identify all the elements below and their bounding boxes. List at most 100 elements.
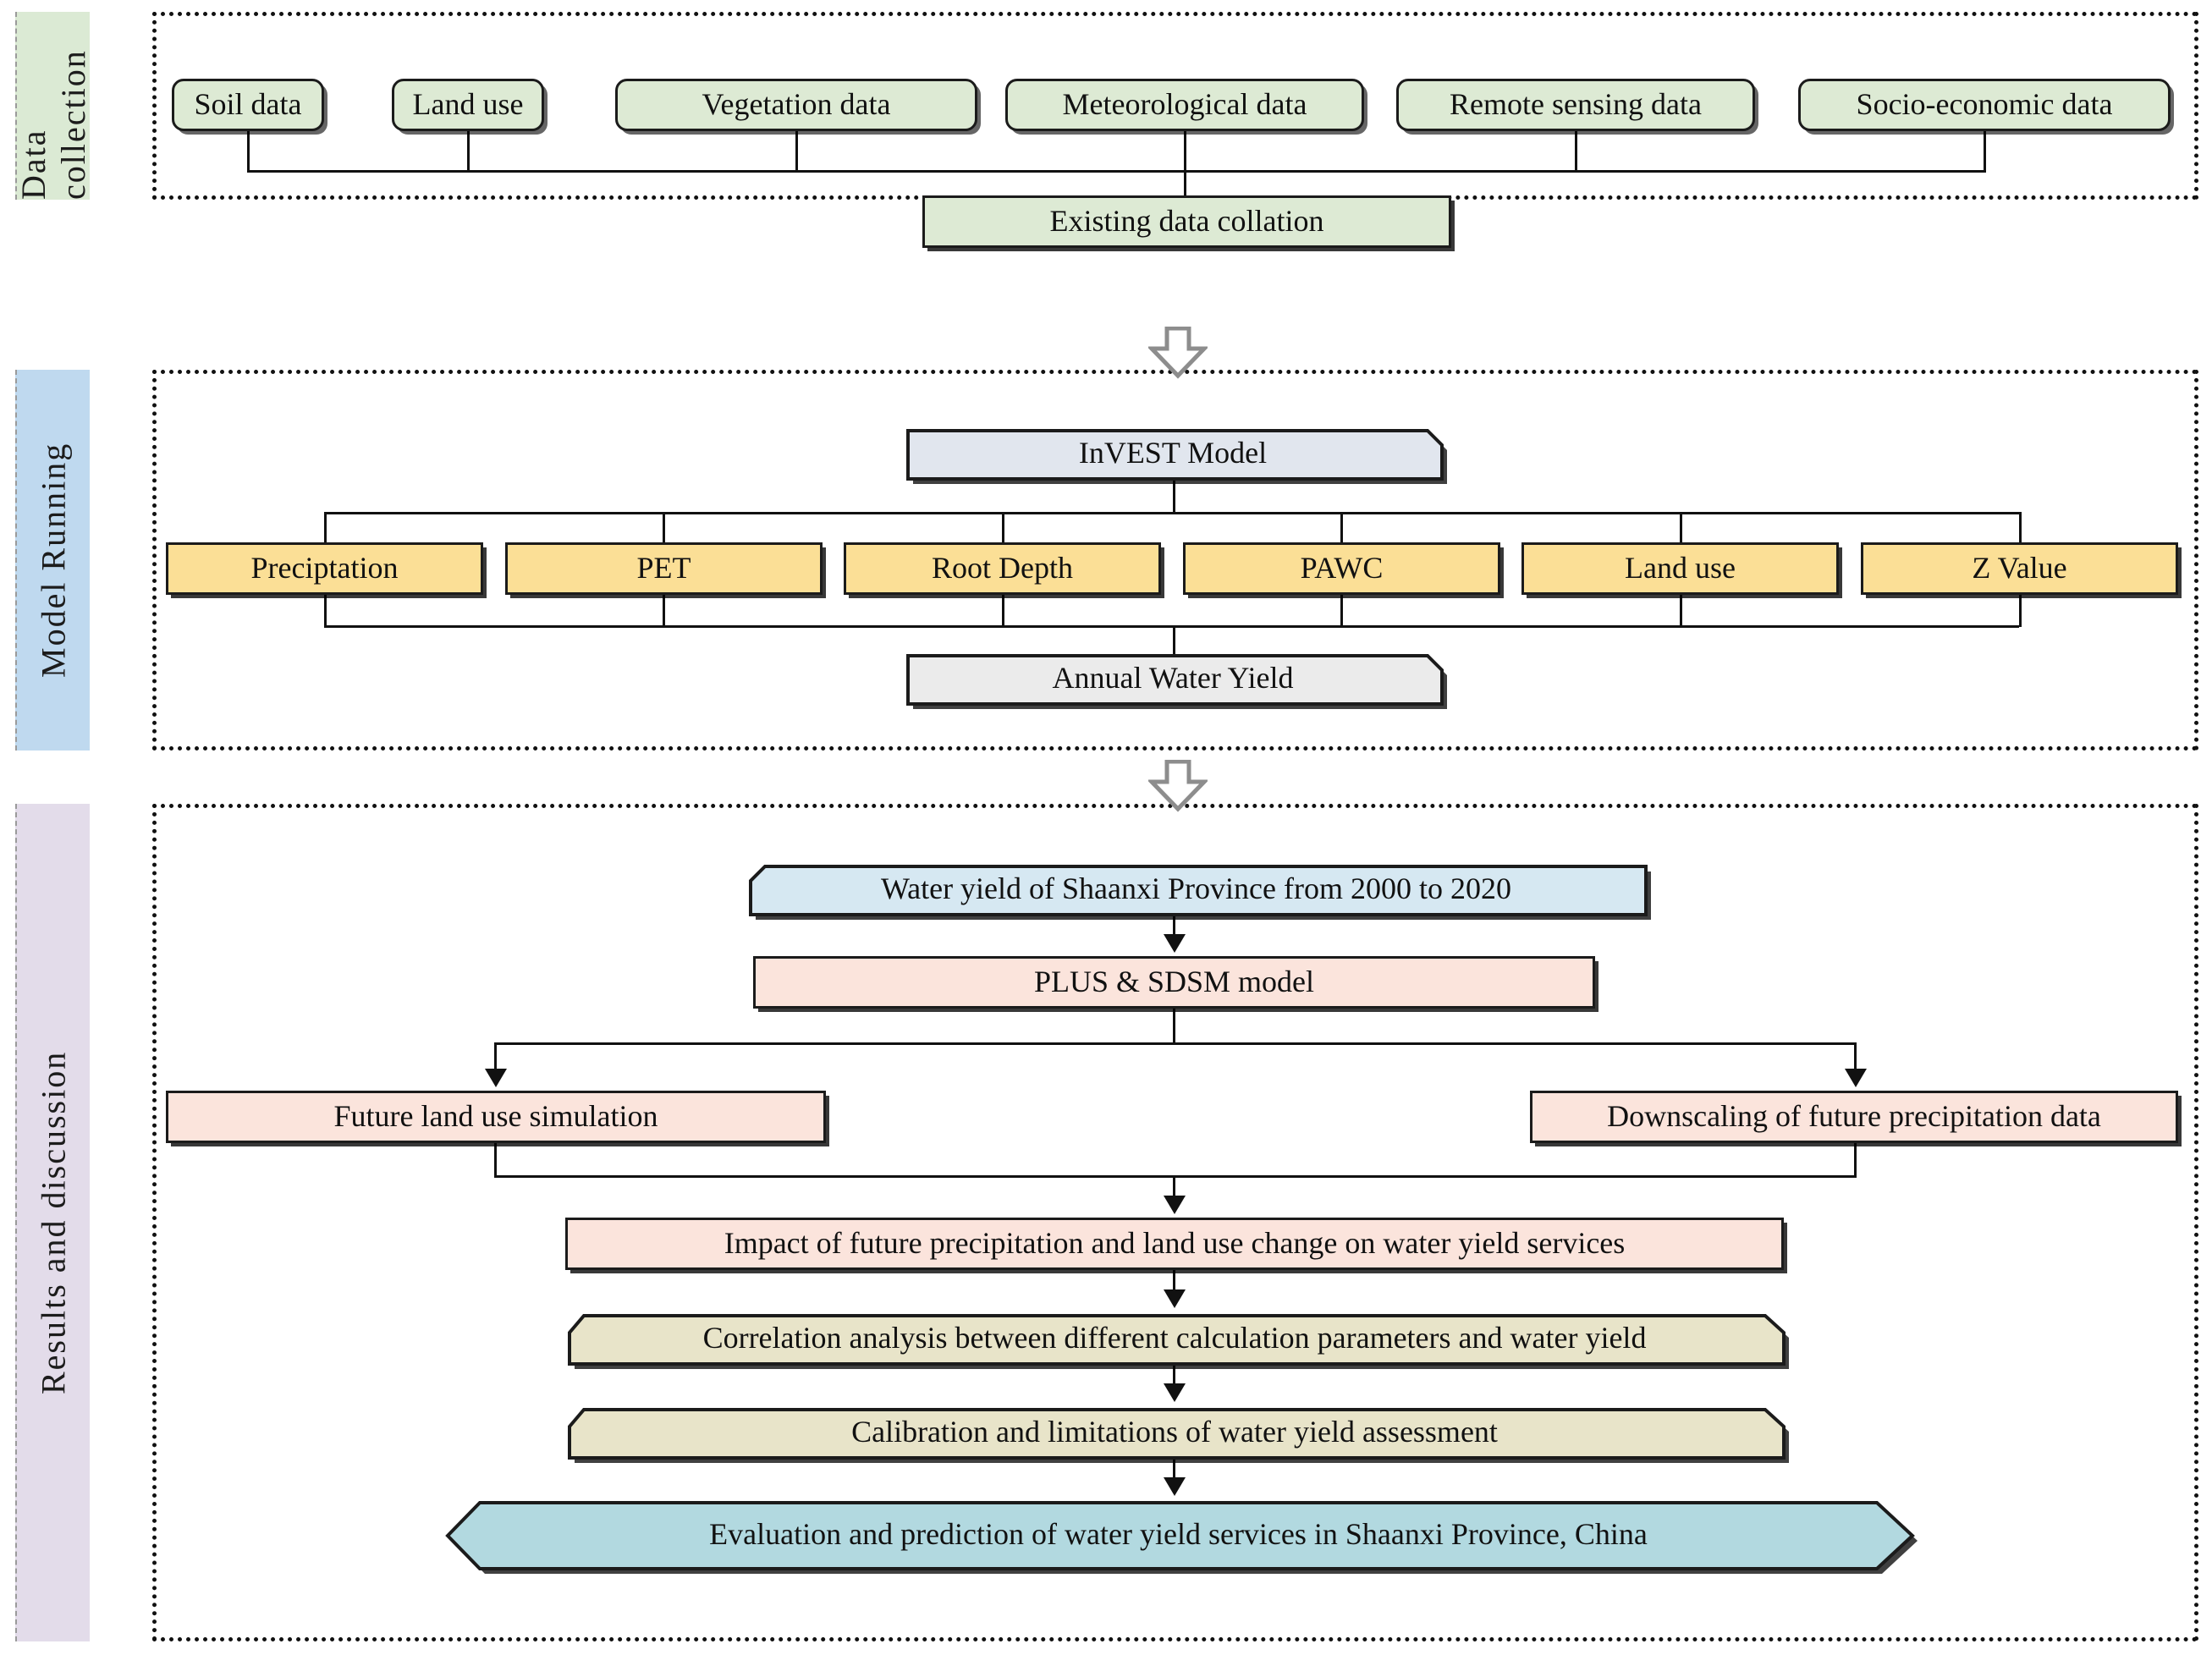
connector-stub [467, 131, 470, 172]
connector-bus [494, 1042, 1857, 1045]
arrow-icon [1164, 934, 1186, 953]
connector-stub [247, 131, 250, 172]
section-label-text: Results and discussion [34, 1050, 73, 1395]
connector-stub [494, 1042, 497, 1071]
node-label: Soil data [194, 87, 302, 122]
node-impact-future-precipitation[interactable]: Impact of future precipitation and land … [565, 1218, 1784, 1270]
arrow-icon [1845, 1069, 1867, 1087]
node-label-wrap: Correlation analysis between different c… [565, 1311, 1784, 1364]
node-land-use-param[interactable]: Land use [1521, 542, 1839, 595]
connector-stub [795, 131, 798, 172]
connector-stub [663, 595, 665, 627]
node-existing-data-collation[interactable]: Existing data collation [922, 195, 1451, 248]
connector-stub [1002, 512, 1004, 544]
node-label-wrap: Annual Water Yield [904, 652, 1442, 704]
arrow-icon [1164, 1196, 1186, 1214]
node-correlation-analysis[interactable]: Correlation analysis between different c… [565, 1311, 1789, 1369]
node-calibration-limitations[interactable]: Calibration and limitations of water yie… [565, 1405, 1789, 1463]
node-label: Evaluation and prediction of water yield… [709, 1517, 1648, 1551]
section-label-data-collection: Data collection [14, 12, 92, 200]
node-label: PET [636, 551, 691, 586]
connector-stub [1173, 479, 1175, 514]
node-meteorological-data[interactable]: Meteorological data [1005, 79, 1364, 131]
arrow-icon [1164, 1477, 1186, 1496]
node-label: Downscaling of future precipitation data [1607, 1099, 2101, 1134]
connector-stub [1680, 595, 1682, 627]
arrow-icon [485, 1069, 507, 1087]
connector-stub [1340, 512, 1343, 544]
node-label: Z Value [1972, 551, 2067, 586]
node-label: Impact of future precipitation and land … [724, 1226, 1626, 1261]
connector-stub [663, 512, 665, 544]
connector-bus [324, 625, 2019, 628]
section-label-text: Model Running [34, 442, 73, 679]
connector-stub [1854, 1143, 1857, 1177]
node-preciptation[interactable]: Preciptation [166, 542, 483, 595]
node-label: Socio-economic data [1856, 87, 2113, 122]
node-invest-model[interactable]: InVEST Model [904, 426, 1447, 484]
node-label: Vegetation data [702, 87, 891, 122]
node-label: Land use [412, 87, 524, 122]
connector-bus [494, 1175, 1857, 1178]
node-annual-water-yield[interactable]: Annual Water Yield [904, 652, 1447, 709]
connector-stub [1002, 595, 1004, 627]
connector-stub [1173, 1175, 1175, 1198]
node-pet[interactable]: PET [505, 542, 823, 595]
node-remote-sensing-data[interactable]: Remote sensing data [1396, 79, 1755, 131]
node-label: Correlation analysis between different c… [702, 1321, 1647, 1355]
connector-stub [2019, 512, 2022, 544]
connector-stub [1340, 595, 1343, 627]
node-label: Meteorological data [1062, 87, 1307, 122]
node-future-land-use-simulation[interactable]: Future land use simulation [166, 1091, 826, 1143]
node-label: PAWC [1300, 551, 1384, 586]
section-label-model-running: Model Running [15, 370, 90, 751]
node-downscaling-precipitation[interactable]: Downscaling of future precipitation data [1530, 1091, 2178, 1143]
connector-stub [1173, 1009, 1175, 1044]
node-conclusion[interactable]: Evaluation and prediction of water yield… [444, 1499, 1918, 1574]
node-label: Land use [1625, 551, 1736, 586]
connector-stub [1173, 915, 1175, 937]
connector-stub [324, 512, 327, 544]
connector-bus [247, 170, 1986, 173]
node-plus-sdsm-model[interactable]: PLUS & SDSM model [753, 956, 1595, 1009]
connector-stub [324, 595, 327, 627]
node-label: PLUS & SDSM model [1033, 965, 1315, 999]
section-transition-arrow-1 [1147, 326, 1209, 383]
connector-stub [1984, 131, 1986, 172]
node-root-depth[interactable]: Root Depth [844, 542, 1161, 595]
node-water-yield-shaanxi[interactable]: Water yield of Shaanxi Province from 200… [746, 862, 1651, 920]
connector-stub [1173, 625, 1175, 654]
node-label: Root Depth [932, 551, 1073, 586]
connector-stub [1173, 1364, 1175, 1386]
node-z-value[interactable]: Z Value [1861, 542, 2178, 595]
connector-stub [1680, 512, 1682, 544]
node-label-wrap: Calibration and limitations of water yie… [565, 1405, 1784, 1458]
section-transition-arrow-2 [1147, 759, 1209, 817]
node-label-wrap: Water yield of Shaanxi Province from 200… [746, 862, 1646, 915]
node-label: Future land use simulation [333, 1099, 658, 1134]
node-label-wrap: Evaluation and prediction of water yield… [444, 1499, 1912, 1569]
connector-stub [1854, 1042, 1857, 1071]
connector-stub [1173, 1458, 1175, 1480]
node-soil-data[interactable]: Soil data [172, 79, 324, 131]
node-label: Remote sensing data [1450, 87, 1702, 122]
connector-stub [1575, 131, 1577, 172]
node-label: InVEST Model [1078, 436, 1268, 470]
section-label-results: Results and discussion [15, 804, 90, 1641]
connector-stub [494, 1143, 497, 1177]
node-socio-economic-data[interactable]: Socio-economic data [1798, 79, 2171, 131]
section-label-text: Data collection [14, 49, 92, 200]
node-label: Existing data collation [1049, 204, 1324, 239]
node-label: Calibration and limitations of water yie… [851, 1415, 1498, 1449]
node-vegetation-data[interactable]: Vegetation data [615, 79, 977, 131]
node-land-use[interactable]: Land use [392, 79, 544, 131]
connector-stub [2019, 595, 2022, 627]
connector-bus [324, 512, 2019, 514]
connector-stub [1173, 1270, 1175, 1292]
arrow-icon [1164, 1289, 1186, 1308]
node-label: Preciptation [250, 551, 399, 586]
node-pawc[interactable]: PAWC [1183, 542, 1500, 595]
node-label: Annual Water Yield [1052, 661, 1294, 695]
node-label-wrap: InVEST Model [904, 426, 1442, 479]
